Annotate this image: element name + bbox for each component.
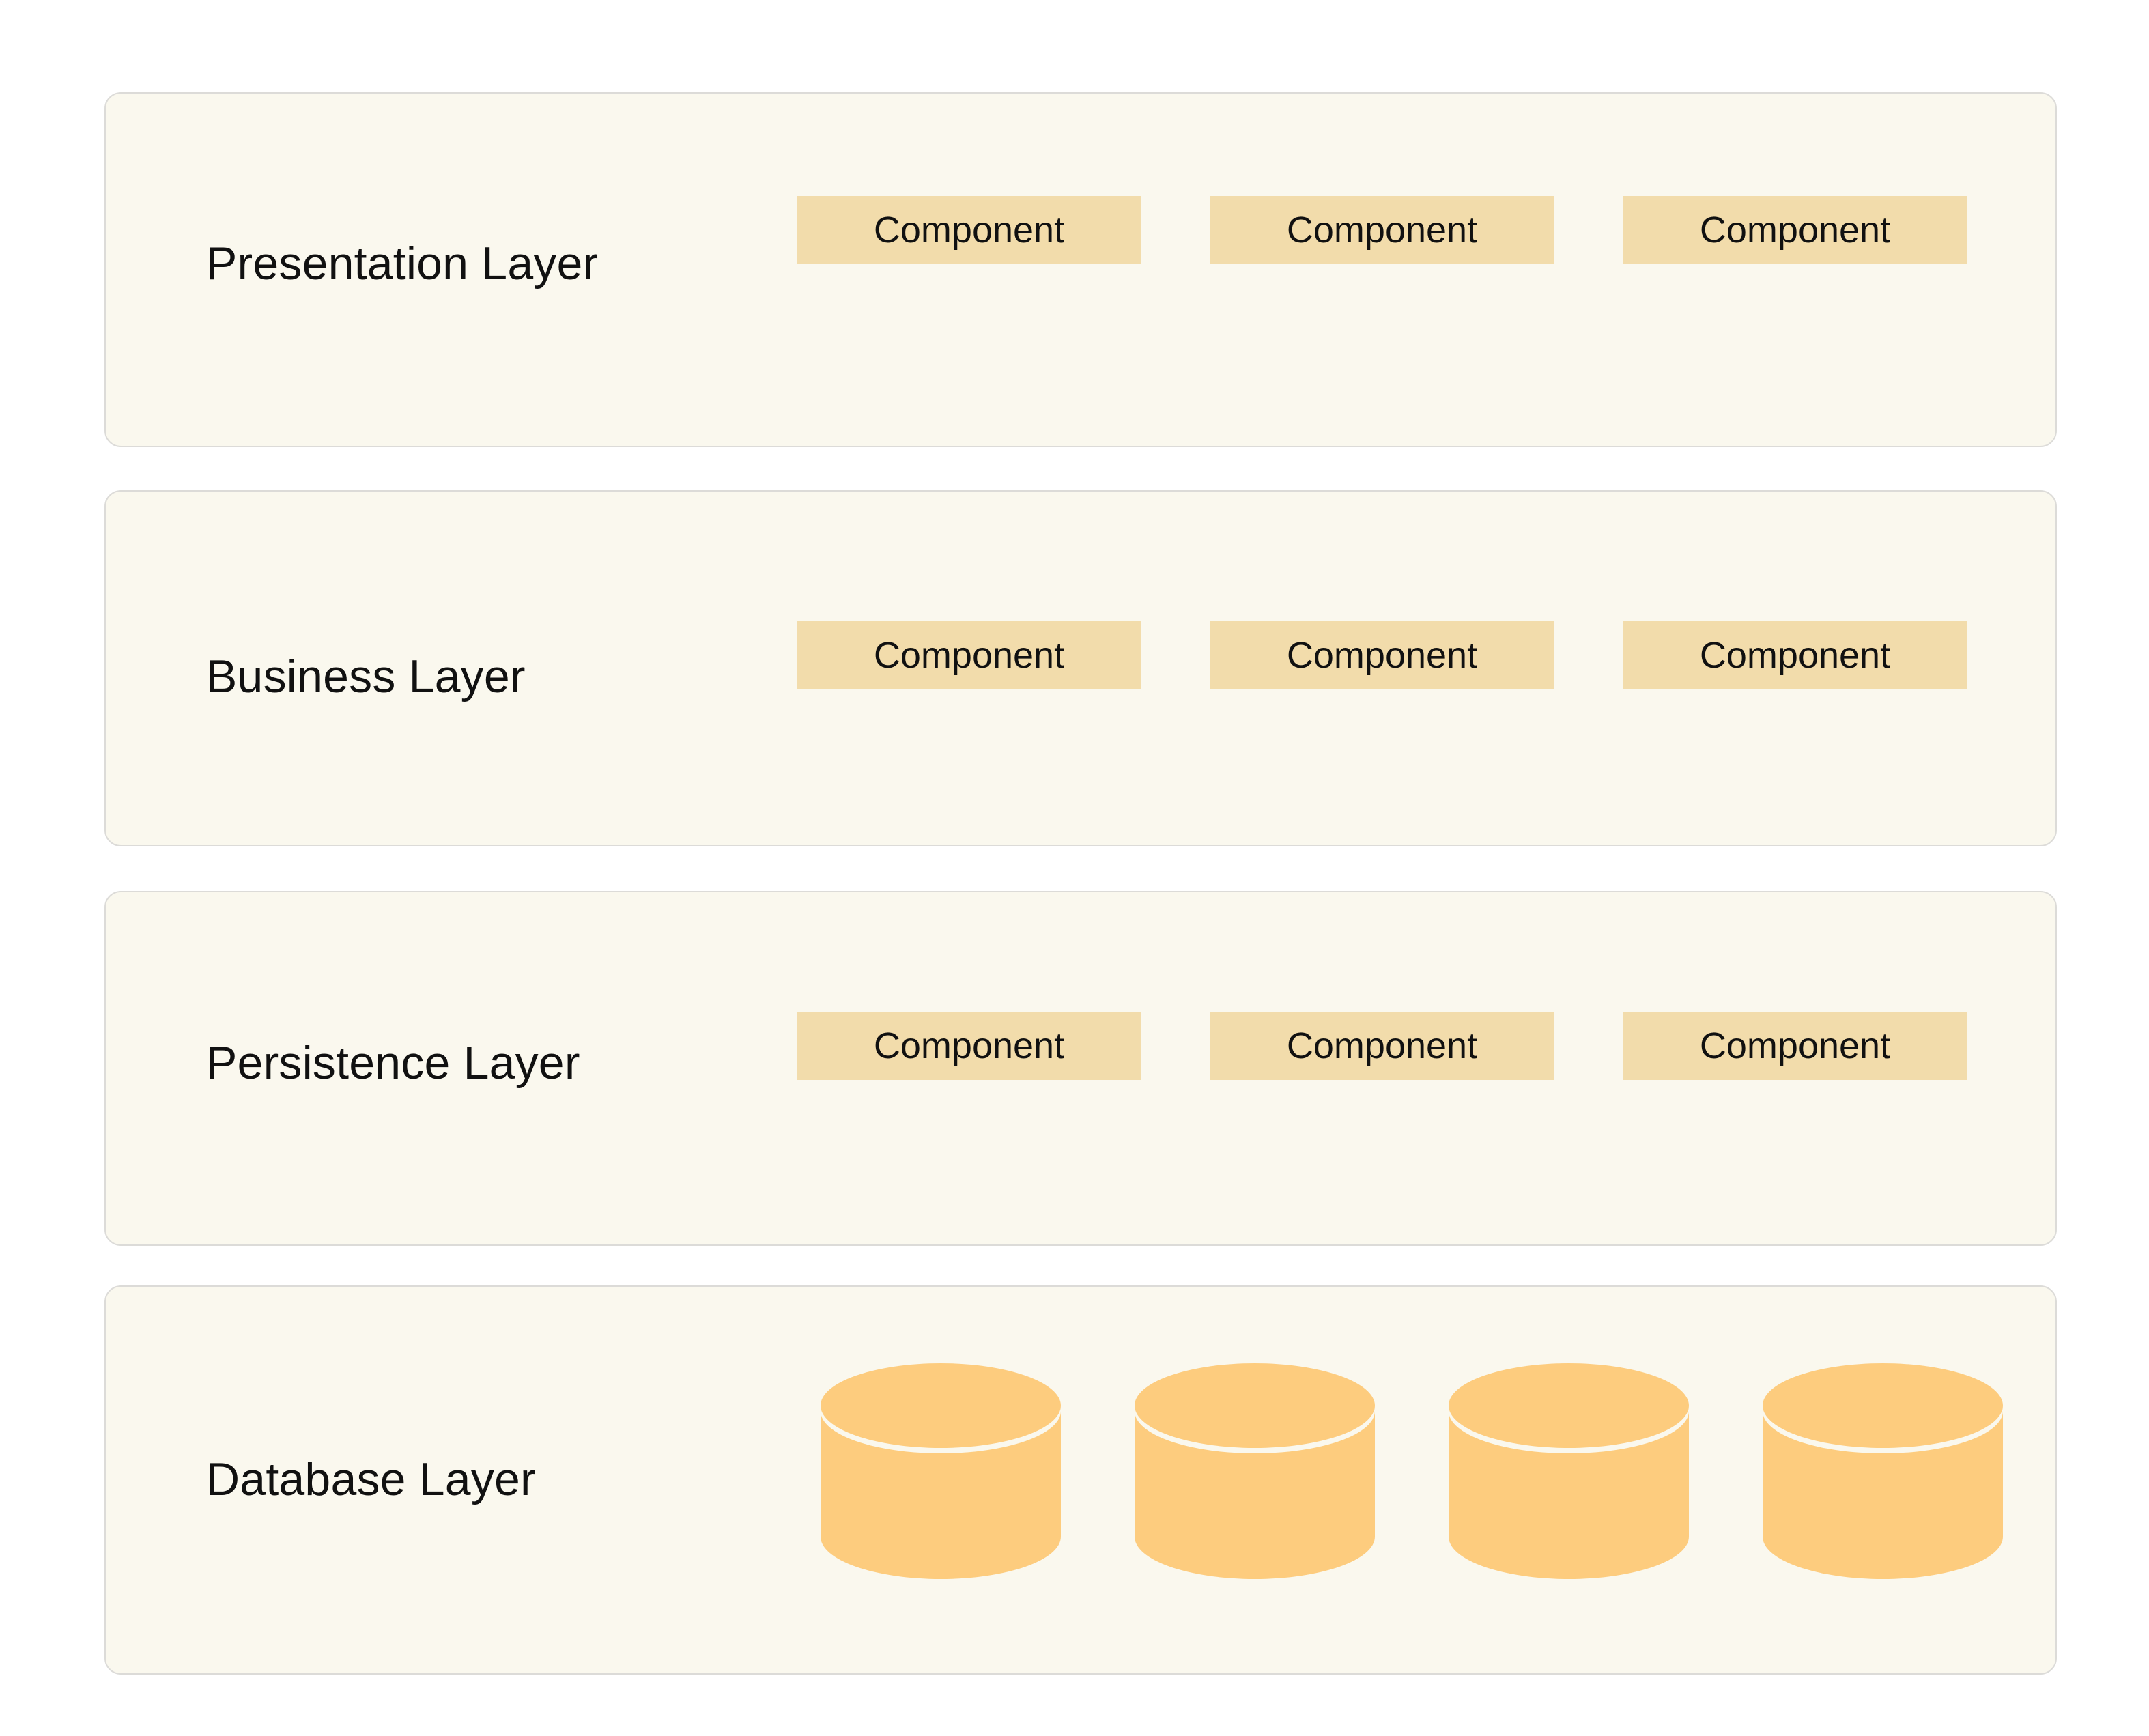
component-label: Component xyxy=(1699,1025,1891,1066)
layer-panel-persistence[interactable]: Persistence Layer Component Component Co… xyxy=(104,891,2057,1246)
component-row-presentation: Component Component Component xyxy=(797,196,1967,264)
component-box[interactable]: Component xyxy=(797,1012,1141,1080)
component-label: Component xyxy=(873,1025,1065,1066)
layer-title-database: Database Layer xyxy=(206,1453,536,1505)
component-box[interactable]: Component xyxy=(797,621,1141,689)
component-box[interactable]: Component xyxy=(1210,1012,1554,1080)
layer-title-business: Business Layer xyxy=(206,651,526,702)
layer-title-persistence: Persistence Layer xyxy=(206,1037,580,1089)
component-label: Component xyxy=(1699,210,1891,251)
component-row-persistence: Component Component Component xyxy=(797,1012,1967,1080)
layer-panel-presentation[interactable]: Presentation Layer Component Component C… xyxy=(104,92,2057,447)
database-cylinder-icon[interactable] xyxy=(821,1363,1061,1589)
component-label: Component xyxy=(1699,635,1891,676)
component-box[interactable]: Component xyxy=(1210,196,1554,264)
component-box[interactable]: Component xyxy=(1623,1012,1967,1080)
component-label: Component xyxy=(1286,210,1478,251)
database-cylinder-row xyxy=(821,1363,2003,1589)
database-cylinder-icon[interactable] xyxy=(1449,1363,1689,1589)
database-cylinder-icon[interactable] xyxy=(1763,1363,2003,1589)
component-row-business: Component Component Component xyxy=(797,621,1967,689)
component-box[interactable]: Component xyxy=(1210,621,1554,689)
layer-panel-database[interactable]: Database Layer xyxy=(104,1285,2057,1675)
component-label: Component xyxy=(1286,635,1478,676)
component-box[interactable]: Component xyxy=(1623,621,1967,689)
component-label: Component xyxy=(873,635,1065,676)
component-label: Component xyxy=(873,210,1065,251)
layer-title-presentation: Presentation Layer xyxy=(206,238,599,289)
component-box[interactable]: Component xyxy=(1623,196,1967,264)
component-label: Component xyxy=(1286,1025,1478,1066)
database-cylinder-icon[interactable] xyxy=(1135,1363,1375,1589)
layer-panel-business[interactable]: Business Layer Component Component Compo… xyxy=(104,490,2057,846)
component-box[interactable]: Component xyxy=(797,196,1141,264)
